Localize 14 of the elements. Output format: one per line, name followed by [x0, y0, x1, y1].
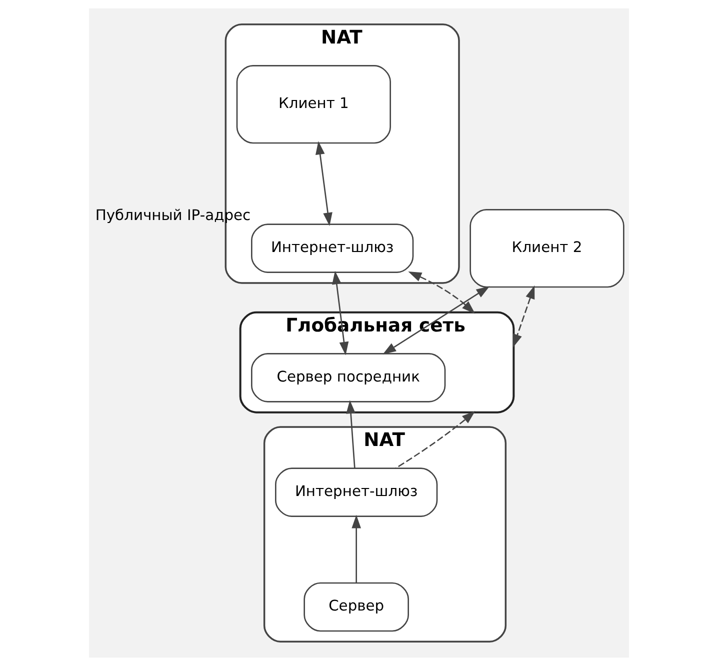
- arrow: [332, 270, 349, 356]
- node-box: Сервер посредник: [251, 353, 446, 402]
- arrow: [352, 514, 361, 583]
- node-box: Интернет-шлюз: [251, 224, 414, 273]
- arrow: [395, 411, 476, 469]
- node-box: Интернет-шлюз: [275, 468, 438, 517]
- arrow: [346, 400, 356, 468]
- node-box: Клиент 1: [236, 65, 391, 144]
- node-box: Сервер: [304, 582, 409, 632]
- arrow: [382, 286, 490, 354]
- node-box: Клиент 2: [470, 209, 624, 288]
- arrow: [315, 141, 332, 226]
- arrow: [408, 272, 476, 314]
- arrow: [512, 285, 535, 348]
